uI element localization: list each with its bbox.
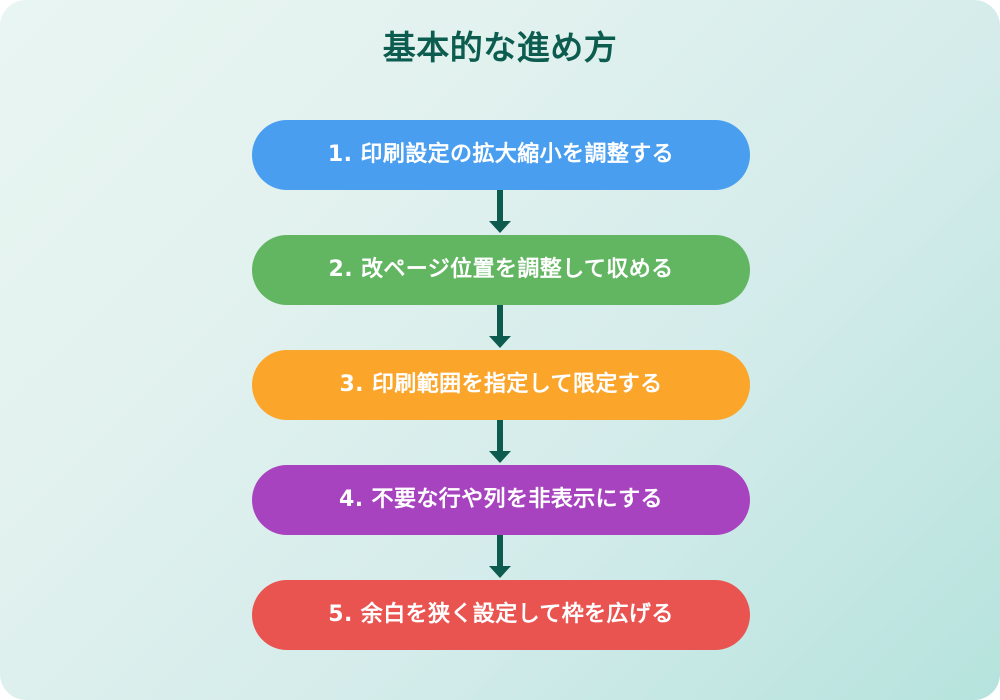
flow-step-row: 3. 印刷範囲を指定して限定する: [0, 350, 1000, 465]
flow-step-row: 1. 印刷設定の拡大縮小を調整する: [0, 120, 1000, 235]
flow-step-4-label: 4. 不要な行や列を非表示にする: [339, 487, 663, 512]
arrow-down-icon: [486, 420, 514, 465]
flow-step-3[interactable]: 3. 印刷範囲を指定して限定する: [252, 350, 750, 420]
flow-step-list: 1. 印刷設定の拡大縮小を調整する 2. 改ページ位置を調整して収める: [0, 120, 1000, 695]
flow-step-3-label: 3. 印刷範囲を指定して限定する: [339, 372, 663, 397]
flow-step-1[interactable]: 1. 印刷設定の拡大縮小を調整する: [252, 120, 750, 190]
flow-step-4[interactable]: 4. 不要な行や列を非表示にする: [252, 465, 750, 535]
flow-step-5[interactable]: 5. 余白を狭く設定して枠を広げる: [252, 580, 750, 650]
flow-step-row: 2. 改ページ位置を調整して収める: [0, 235, 1000, 350]
arrow-down-icon: [486, 305, 514, 350]
page-title: 基本的な進め方: [382, 28, 618, 67]
flow-step-2-label: 2. 改ページ位置を調整して収める: [328, 257, 674, 282]
flow-step-row: 5. 余白を狭く設定して枠を広げる: [0, 580, 1000, 695]
arrow-down-icon: [486, 190, 514, 235]
flow-step-row: 4. 不要な行や列を非表示にする: [0, 465, 1000, 580]
flow-step-1-label: 1. 印刷設定の拡大縮小を調整する: [327, 142, 675, 167]
flow-step-5-label: 5. 余白を狭く設定して枠を広げる: [328, 602, 674, 627]
arrow-down-icon: [486, 535, 514, 580]
flow-step-2[interactable]: 2. 改ページ位置を調整して収める: [252, 235, 750, 305]
